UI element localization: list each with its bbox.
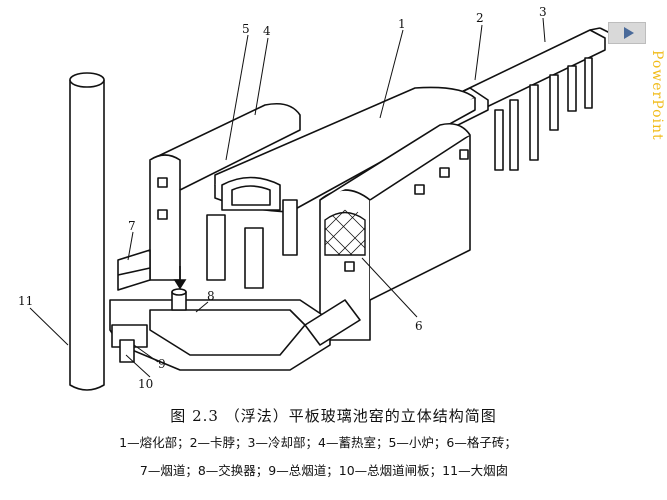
damper (119, 339, 135, 363)
callout-7: 7 (128, 219, 136, 233)
play-icon (623, 27, 634, 39)
callout-6: 6 (415, 319, 423, 333)
caption-legend-line-1: 1—熔化部；2—卡脖；3—冷却部；4—蓄热室；5—小炉；6—格子砖； (119, 435, 517, 450)
callout-11: 11 (18, 294, 33, 308)
play-button[interactable] (608, 22, 646, 44)
chimney (69, 72, 105, 391)
flue (117, 249, 151, 291)
checker-bricks (324, 209, 366, 256)
regenerator-back (149, 102, 301, 281)
arrow-down-icon (173, 266, 187, 290)
callout-3: 3 (539, 5, 547, 19)
exchanger (171, 288, 187, 311)
small-port (221, 176, 281, 211)
caption-title: 图 2.3 （浮法）平板玻璃池窑的立体结构简图 (170, 407, 497, 425)
callout-labels: 1 2 3 4 5 6 7 8 9 10 11 (18, 5, 547, 391)
caption-legend-line-2: 7—烟道；8—交换器；9—总烟道；10—总烟道闸板；11—大烟囱 (139, 463, 509, 478)
callout-8: 8 (207, 289, 215, 303)
callout-9: 9 (158, 357, 166, 371)
callout-1: 1 (398, 17, 406, 31)
callout-10: 10 (138, 377, 153, 391)
callout-5: 5 (242, 22, 250, 36)
side-logo-text: PowerPoint (649, 50, 665, 141)
main-flue (109, 299, 331, 371)
port-pillars (206, 199, 298, 289)
callout-2: 2 (476, 11, 484, 25)
cooling-section (454, 27, 613, 171)
callout-4: 4 (263, 24, 271, 38)
regenerator-front (319, 122, 471, 341)
leader-lines (29, 17, 546, 378)
right-flue-end (304, 299, 361, 346)
